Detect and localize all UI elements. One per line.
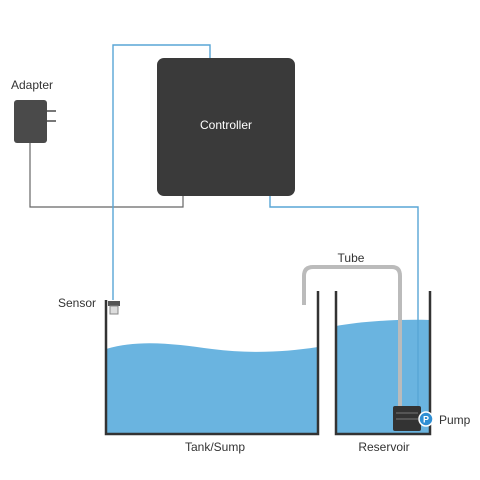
sensor-label: Sensor bbox=[58, 296, 96, 310]
reservoir-water bbox=[336, 319, 430, 433]
controller-label: Controller bbox=[200, 118, 252, 132]
tank-water bbox=[106, 343, 318, 433]
reservoir-walls bbox=[334, 291, 432, 436]
adapter-icon bbox=[14, 100, 56, 143]
pump-wire bbox=[269, 196, 419, 412]
controller-box bbox=[157, 58, 295, 196]
tube-label: Tube bbox=[338, 251, 365, 265]
pump-badge-label: P bbox=[423, 415, 429, 425]
sensor-wire bbox=[112, 44, 211, 300]
power-wire bbox=[29, 143, 184, 208]
pump-icon: P bbox=[393, 406, 434, 431]
sensor-icon bbox=[108, 301, 120, 315]
tank-label: Tank/Sump bbox=[185, 440, 245, 454]
pump-label: Pump bbox=[439, 413, 471, 427]
tank-walls bbox=[104, 291, 320, 436]
reservoir-label: Reservoir bbox=[358, 440, 409, 454]
tube bbox=[302, 265, 402, 408]
adapter-label: Adapter bbox=[11, 78, 53, 92]
